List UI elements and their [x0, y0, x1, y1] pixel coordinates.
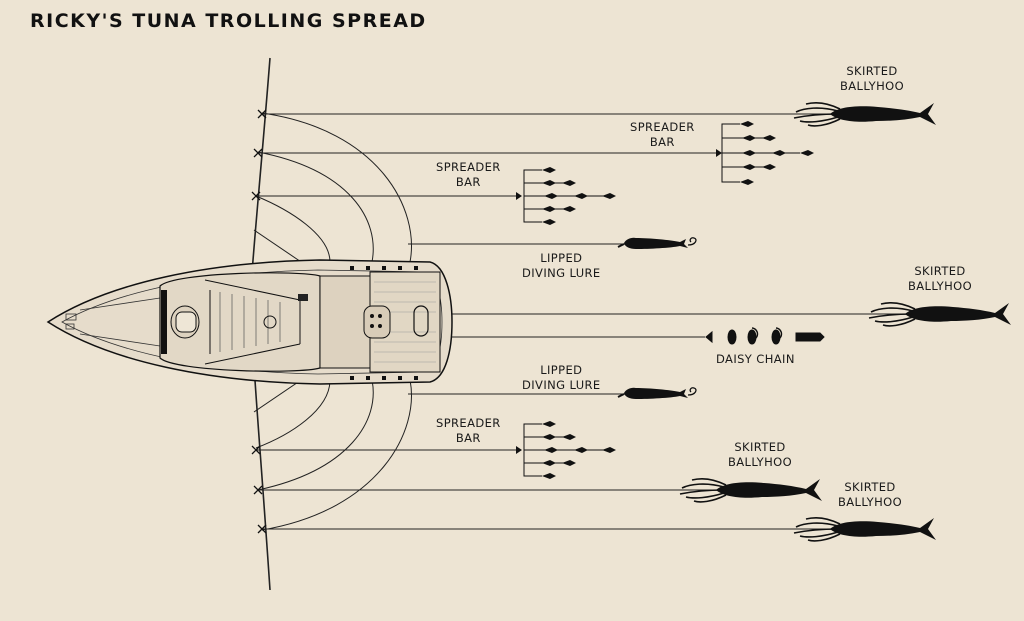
lipped-diving-lure-icon [617, 386, 697, 400]
label-skirted-ballyhoo-top: SKIRTED BALLYHOO [840, 64, 905, 93]
label-skirted-ballyhoo-center: SKIRTED BALLYHOO [908, 264, 973, 293]
label-lipped-diving-lure-upper: LIPPED DIVING LURE [522, 251, 601, 280]
label-lipped-diving-lure-lower: LIPPED DIVING LURE [522, 363, 601, 392]
label-daisy-chain: DAISY CHAIN [716, 352, 795, 366]
boat [46, 259, 453, 385]
skirted-ballyhoo-icon [793, 102, 937, 127]
label-spreader-bar-upper-mid: SPREADER BAR [436, 160, 501, 189]
rigging-marks [251, 109, 267, 534]
skirted-ballyhoo-icon [793, 517, 937, 542]
label-skirted-ballyhoo-lower-mid: SKIRTED BALLYHOO [728, 440, 793, 469]
lipped-diving-lure-icon [617, 236, 697, 250]
label-spreader-bar-top: SPREADER BAR [630, 120, 695, 149]
diagram-title: RICKY'S TUNA TROLLING SPREAD [30, 10, 427, 32]
skirted-ballyhoo-icon [679, 478, 823, 503]
spreader-bar-icon [523, 169, 606, 223]
spreader-bar-icon [523, 423, 606, 477]
spreader-bar-icon [721, 123, 800, 183]
skirted-ballyhoo-icon [868, 302, 1012, 327]
label-spreader-bar-lower: SPREADER BAR [436, 416, 501, 445]
daisy-chain-icon [705, 327, 825, 345]
label-skirted-ballyhoo-bottom: SKIRTED BALLYHOO [838, 480, 903, 509]
